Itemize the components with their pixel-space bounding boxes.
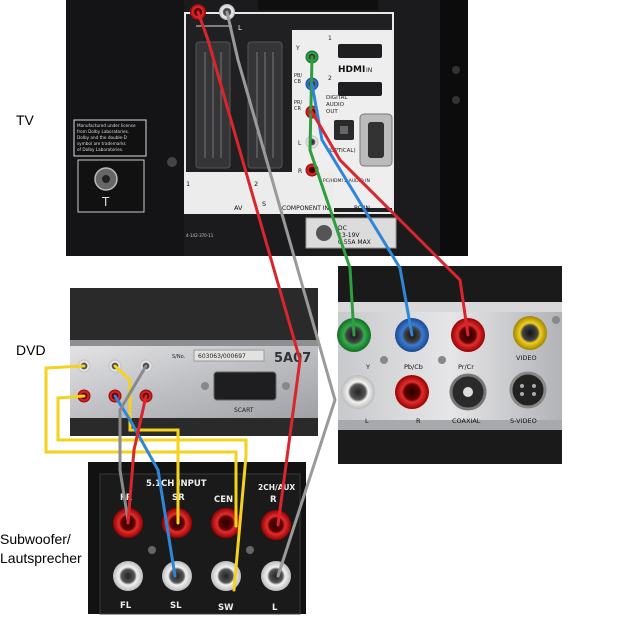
tv-cr-label: CR [294, 106, 301, 112]
speaker-sw-label: SW [218, 603, 234, 613]
dvd-serial-number: 603063/000697 [198, 353, 246, 360]
cables [44, 10, 470, 592]
speaker-fr-label: FR [120, 493, 133, 503]
digital-audio-label-2: AUDIO [326, 102, 345, 108]
red-cable-audio [196, 10, 302, 527]
dc-volt-label: 13-19V [338, 232, 360, 239]
dc-label: DC [338, 225, 347, 232]
component-pb-label: Pb/Cb [404, 363, 423, 371]
dc-amp-label: 0.55A MAX [338, 239, 371, 246]
component-s-video-label: S-VIDEO [510, 417, 537, 425]
hdmi-logo: HDMI [338, 65, 365, 75]
dvd-audio-l-jack [341, 375, 375, 409]
green-cable [308, 55, 356, 337]
input-5ch-label: 5.1CH INPUT [146, 479, 207, 489]
dvd-component-panel: Y Pb/Cb Pr/Cr VIDEO L R COAXIAL S-VIDEO [337, 266, 562, 464]
speaker-cen-label: CEN [214, 495, 233, 505]
tv-back-panel: Manufactured under license from Dolby La… [66, 0, 468, 256]
yellow-cable-3 [113, 364, 180, 525]
speaker-fl-jack [113, 561, 143, 591]
hdmi-1-number: 1 [328, 35, 332, 42]
tv-model-code: 4-142-370-11 [186, 233, 214, 238]
white-cable-audio [225, 10, 337, 578]
hdmi-in-label: IN [366, 67, 372, 74]
tv-component-in-label: COMPONENT IN [282, 205, 329, 212]
hdmi-port-1 [338, 44, 382, 58]
component-pr-label: Pr/Cr [458, 363, 474, 371]
speaker-cen-jack [211, 508, 241, 538]
lautsprecher-label: Lautsprecher [0, 550, 82, 566]
component-coaxial-label: COAXIAL [452, 417, 481, 425]
speaker-l-label: L [272, 603, 278, 613]
speaker-sl-jack [162, 561, 192, 591]
aux-input-label: 2CH/AUX [258, 483, 295, 492]
dvd-video-jack [513, 316, 547, 350]
digital-audio-label-1: DIGITAL [326, 95, 348, 101]
yellow-cable-1 [44, 364, 238, 528]
dvd-audio-r-jack [395, 375, 429, 409]
dolby-line-3: Dolby and the double-D [77, 135, 127, 140]
component-y-label: Y [365, 363, 370, 371]
tv-r-label: R [298, 168, 302, 175]
speaker-l-jack [261, 561, 291, 591]
tv-pr-label: PR/ [294, 100, 302, 106]
hdmi-2-number: 2 [328, 75, 332, 82]
dolby-line-2: from Dolby Laboratories. [77, 129, 129, 134]
tv-component-l-jack [305, 135, 319, 149]
tv-port-2-number: 2 [254, 180, 258, 188]
yellow-cable-2 [56, 394, 248, 592]
hdmi-port-2 [338, 82, 382, 96]
tv-pb-label: PB/ [294, 73, 302, 79]
optical-label: (OPTICAL) [328, 148, 356, 154]
grey-cable-dvd [118, 364, 148, 522]
tv-port-1-number: 1 [186, 180, 190, 188]
red-cable-dvd [126, 394, 148, 525]
dvd-back-panel: S/No. 603063/000697 5A07 SCART [70, 288, 318, 436]
tv-label: TV [16, 112, 34, 128]
digital-audio-label-3: OUT [326, 109, 338, 115]
dolby-line-5: of Dolby Laboratories. [77, 147, 123, 152]
dvd-model: 5A07 [274, 351, 311, 366]
dvd-s-video-jack [509, 371, 547, 409]
component-r-label: R [416, 417, 421, 425]
tv-av-label: AV [234, 204, 243, 212]
speaker-r-jack [261, 510, 291, 540]
speaker-input-panel: 5.1CH INPUT 2CH/AUX FR SR CEN R FL SL SW… [88, 462, 306, 615]
dolby-line-4: symbol are trademarks [77, 141, 126, 146]
dvd-scart-port [213, 371, 277, 401]
subwoofer-label: Subwoofer/ [0, 531, 71, 547]
tv-l-label: L [298, 140, 302, 147]
dolby-line-1: Manufactured under license [77, 123, 136, 128]
speaker-fl-label: FL [120, 601, 132, 611]
speaker-r-label: R [270, 495, 277, 505]
blue-cable [310, 82, 414, 337]
dvd-scart-label: SCART [234, 407, 254, 414]
tv-audio-l-label: L [238, 24, 242, 32]
component-l-label: L [365, 417, 369, 425]
dvd-label: DVD [16, 342, 46, 358]
tv-s-video-label: S [262, 200, 266, 208]
tv-y-label: Y [295, 45, 300, 52]
antenna-symbol: T [101, 195, 110, 209]
tv-cb-label: CB [294, 79, 301, 85]
component-video-label: VIDEO [516, 354, 537, 362]
dvd-serial-label: S/No. [172, 354, 186, 360]
speaker-sl-label: SL [170, 601, 182, 611]
red-cable-component [310, 110, 470, 337]
